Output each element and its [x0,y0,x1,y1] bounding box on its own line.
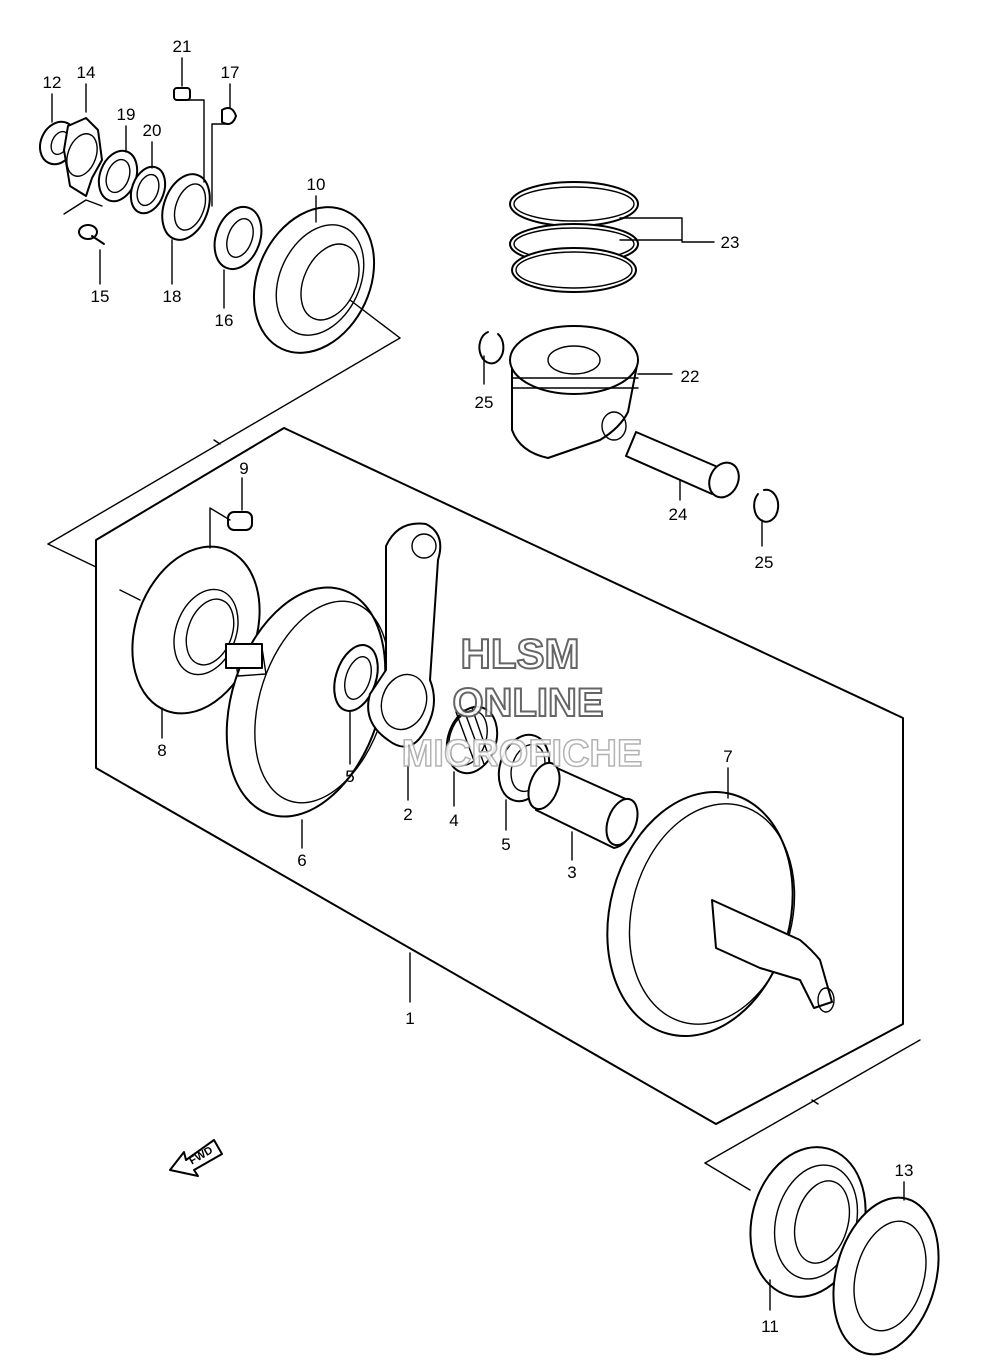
key-9 [209,477,253,549]
callout-5b: 5 [501,835,510,854]
callout-11: 11 [761,1317,779,1336]
crank-pin-3 [527,761,639,861]
callout-6: 6 [297,851,306,870]
callout-8: 8 [157,741,166,760]
callout-12: 12 [43,73,62,92]
callout-2: 2 [403,805,412,824]
callout-23: 23 [721,233,740,252]
callout-10: 10 [307,175,326,194]
callout-25a: 25 [475,393,494,412]
forward-direction-arrow-icon: FWD [169,1139,223,1177]
crank-web-7 [606,767,835,1038]
circlip-25-right [753,488,780,547]
callout-20: 20 [143,121,162,140]
callout-25b: 25 [755,553,774,572]
callout-19: 19 [117,105,136,124]
circlip-25-top [478,331,505,385]
callout-5a: 5 [345,767,354,786]
piston-rings-23 [509,181,715,293]
callout-3: 3 [567,863,576,882]
callout-7: 7 [723,747,732,766]
callout-9: 9 [239,459,248,478]
needle-bearing-4 [445,705,499,807]
callout-18: 18 [163,287,182,306]
watermark-line3: MICROFICHE [402,733,643,775]
callout-labels: 1 2 3 4 5 5 6 7 8 9 10 11 12 13 14 15 16… [43,37,914,1336]
assembly-outline [47,337,921,1191]
oil-pump-drive-group [39,87,263,270]
watermark-line2: ONLINE [452,681,603,725]
piston-pin-24 [625,431,740,501]
callout-4: 4 [449,811,458,830]
watermark-line1: HLSM [461,630,580,677]
callout-1: 1 [405,1009,414,1028]
piston-22 [509,325,673,459]
leader-lines [51,57,317,309]
gear-8 [131,545,261,739]
bearing-10 [252,206,401,354]
callout-21: 21 [173,37,192,56]
callout-16: 16 [215,311,234,330]
callout-15: 15 [91,287,110,306]
callout-13: 13 [895,1161,914,1180]
connecting-rod-2 [367,522,442,801]
callout-14: 14 [77,63,96,82]
oil-seal-13 [832,1181,940,1356]
callout-24: 24 [669,505,688,524]
washer-5-left [333,644,379,765]
callout-22: 22 [681,367,700,386]
watermark: HLSM ONLINE MICROFICHE [401,629,643,776]
callout-17: 17 [221,63,240,82]
